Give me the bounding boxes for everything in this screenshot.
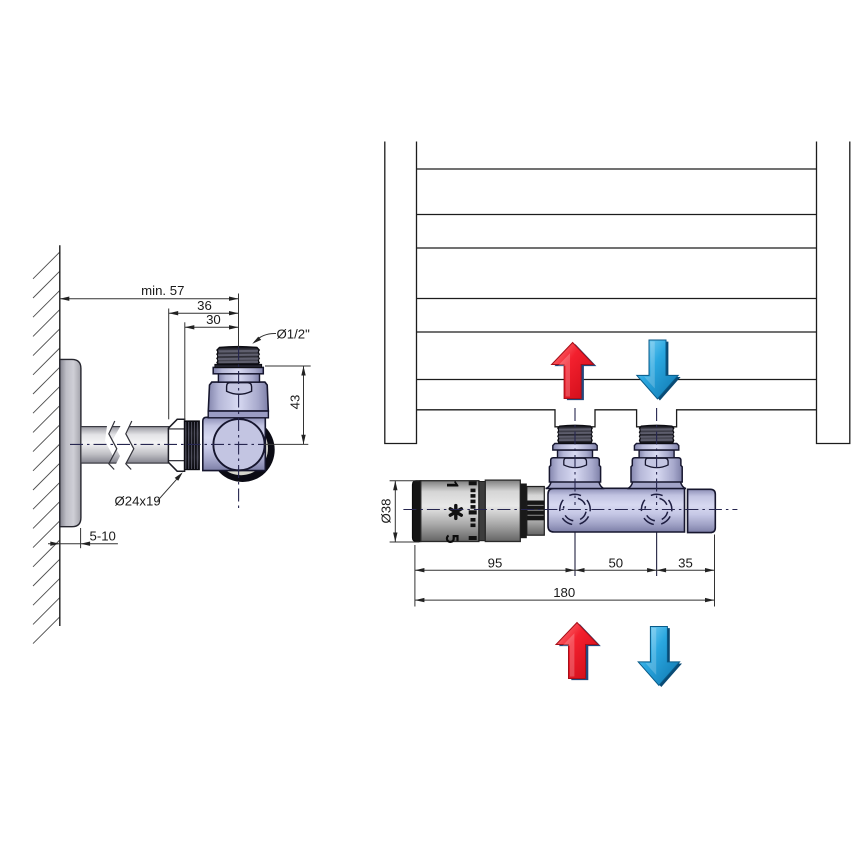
svg-text:Ø24x19: Ø24x19 — [115, 493, 161, 508]
svg-text:Ø1/2": Ø1/2" — [277, 327, 311, 342]
svg-text:43: 43 — [288, 395, 303, 410]
svg-text:180: 180 — [553, 585, 575, 600]
svg-text:30: 30 — [206, 312, 221, 327]
svg-text:50: 50 — [608, 555, 623, 570]
svg-text:36: 36 — [197, 298, 212, 313]
svg-text:Ø38: Ø38 — [379, 499, 394, 524]
svg-text:95: 95 — [488, 555, 503, 570]
svg-text:min. 57: min. 57 — [141, 283, 184, 298]
svg-text:5-10: 5-10 — [90, 529, 116, 544]
svg-text:35: 35 — [678, 555, 693, 570]
